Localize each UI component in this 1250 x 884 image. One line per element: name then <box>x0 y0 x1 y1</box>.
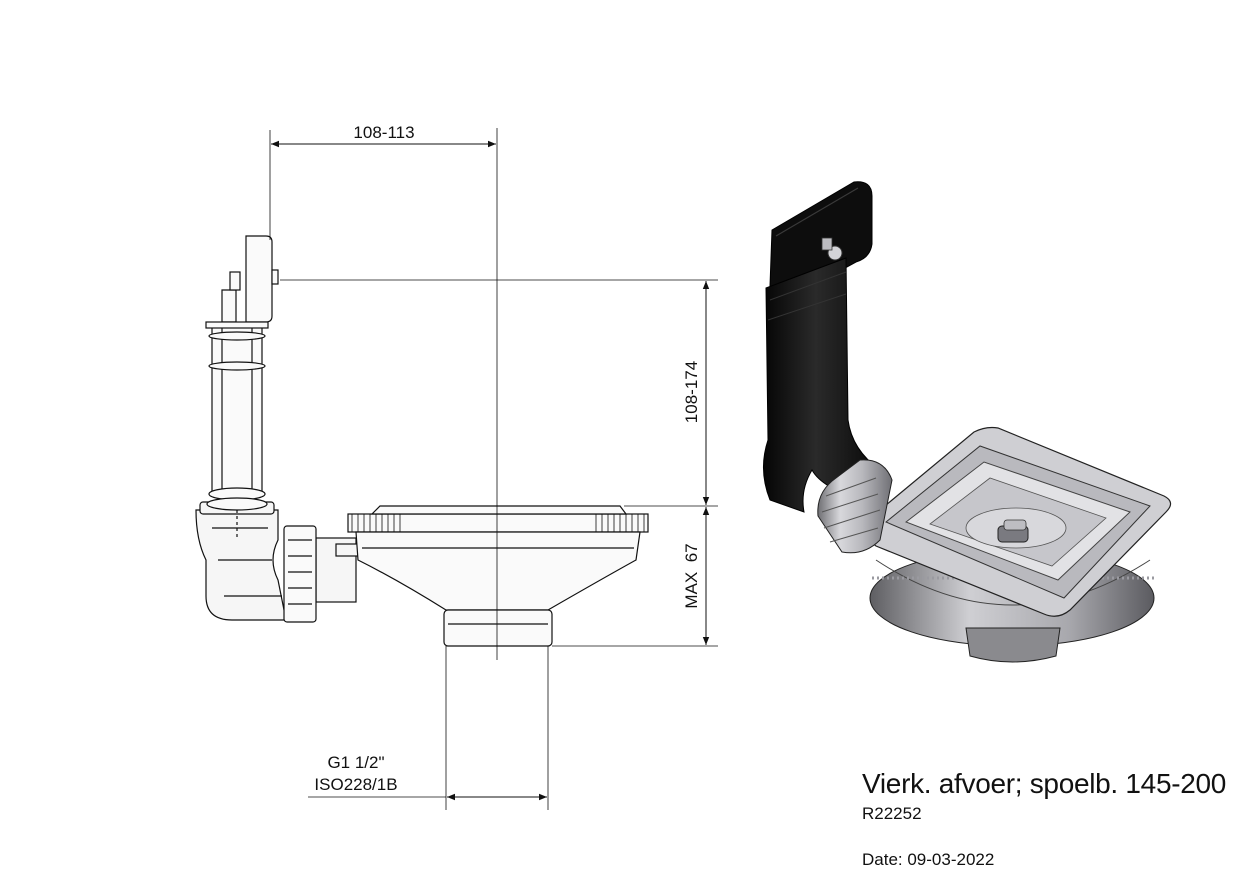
thread-label-line2: ISO228/1B <box>314 775 397 794</box>
dimensions <box>269 130 718 810</box>
title-block: Vierk. afvoer; spoelb. 145-200 R22252 Da… <box>862 768 1226 870</box>
overflow-tube <box>211 325 263 497</box>
thread-label-line1: G1 1/2" <box>327 753 384 772</box>
drawing-title: Vierk. afvoer; spoelb. 145-200 <box>862 768 1227 799</box>
overflow-tube-3d <box>763 257 881 513</box>
dimension-labels: 108-113 108-174 MAX 67 G1 1/2" ISO228/1B <box>314 123 701 794</box>
product-3d-view <box>763 181 1172 663</box>
dim-height-label: 108-174 <box>682 361 701 423</box>
strainer-flange <box>347 513 649 533</box>
coupling-nut <box>283 525 317 623</box>
overflow-knob <box>271 269 279 285</box>
article-code: R22252 <box>862 804 922 823</box>
strainer-bowl <box>355 531 641 611</box>
dim-depth-label: MAX 67 <box>682 543 701 608</box>
outlet-collar <box>443 609 553 647</box>
drawing-date: Date: 09-03-2022 <box>862 850 995 869</box>
overflow-plate <box>245 235 273 323</box>
side-view <box>195 128 649 660</box>
outlet-3d <box>965 627 1061 663</box>
overflow-neck <box>221 289 237 323</box>
elbow <box>195 509 287 621</box>
dim-top-width-label: 108-113 <box>353 123 414 142</box>
